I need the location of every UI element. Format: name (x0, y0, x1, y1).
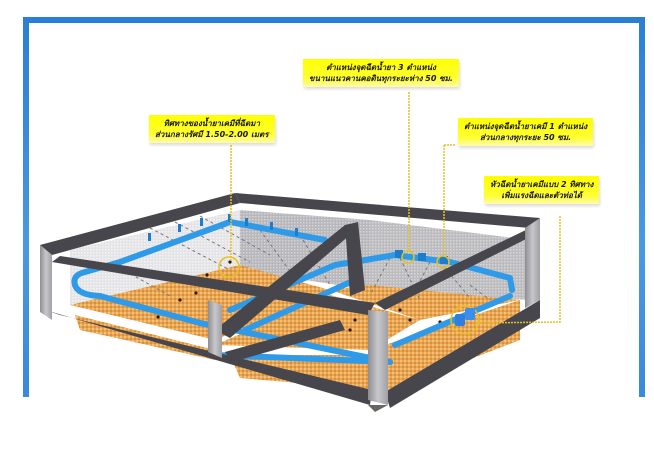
label-line-2: ขนานแนวคานคอดินทุกระยะห่าง 50 ซม. (309, 74, 453, 83)
ground-beams (40, 193, 540, 408)
pipe-nozzles (148, 214, 448, 264)
label-line-1: ตำแหน่งจุดฉีดน้ำยาเคมี 1 ตำแหน่ง (464, 122, 588, 131)
concrete-columns (40, 218, 540, 412)
two-way-nozzle-fitting (455, 308, 475, 326)
label-line-2: ส่วนกลางทุกระยะ 50 ซม. (480, 133, 572, 142)
label-line-1: ตำแหน่งจุดฉีดน้ำยา 3 ตำแหน่ง (326, 63, 436, 72)
frame-left-edge (23, 17, 29, 397)
frame-right-edge (639, 17, 645, 397)
label-line-1: ทิศทางของน้ำยาเคมีที่ฉีดมา (163, 119, 260, 128)
callout-markers (218, 92, 561, 335)
label-line-2: ส่วนกลางรัศมี 1.50-2.00 เมตร (155, 130, 269, 139)
callout-label-two-way-nozzle: หัวฉีดน้ำยาเคมีแบบ 2 ทิศทาง เพิ่มแรงฉีดแ… (484, 176, 600, 204)
callout-label-nozzle-one-position: ตำแหน่งจุดฉีดน้ำยาเคมี 1 ตำแหน่ง ส่วนกลา… (458, 118, 594, 146)
callout-label-spray-direction: ทิศทางของน้ำยาเคมีที่ฉีดมา ส่วนกลางรัศมี… (149, 115, 275, 143)
label-line-1: หัวฉีดน้ำยาเคมีแบบ 2 ทิศทาง (490, 180, 594, 189)
callout-label-nozzle-three-positions: ตำแหน่งจุดฉีดน้ำยา 3 ตำแหน่ง ขนานแนวคานค… (303, 59, 459, 87)
label-line-2: เพิ่มแรงฉีดและตัวท่อได้ (501, 191, 582, 200)
